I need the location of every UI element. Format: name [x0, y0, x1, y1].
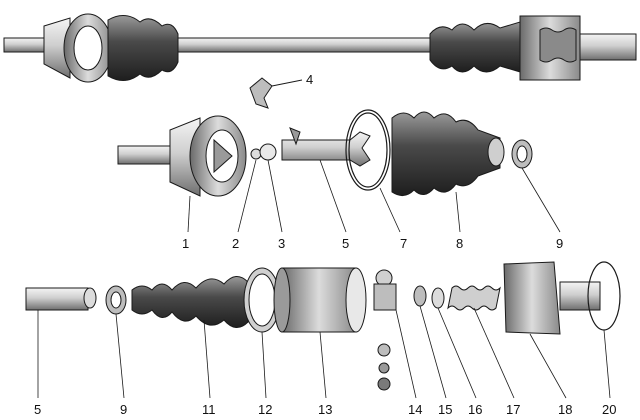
- part-3-ball-spacer: [259, 143, 277, 161]
- part-2-ball: [250, 148, 262, 160]
- label-part-14: 14: [408, 402, 422, 417]
- part-5-inner-shaft-end: [25, 287, 97, 311]
- part-15-needle-bearing: [413, 285, 427, 307]
- label-part-2: 2: [232, 236, 239, 251]
- label-part-8: 8: [456, 236, 463, 251]
- label-part-16: 16: [468, 402, 482, 417]
- part-4-retaining-clip: [249, 77, 303, 109]
- leader-lines-middle: [187, 159, 561, 233]
- part-5-tripod-yoke: [281, 127, 371, 167]
- part-labels: 4 1 2 3 5 7 8 9 5 9 11 12 13 14 15 16 17…: [34, 72, 616, 417]
- label-part-15: 15: [438, 402, 452, 417]
- leader-lines-bottom: [37, 305, 611, 399]
- label-part-17: 17: [506, 402, 520, 417]
- label-part-18: 18: [558, 402, 572, 417]
- label-part-9-lower: 9: [120, 402, 127, 417]
- label-part-20: 20: [602, 402, 616, 417]
- label-part-13: 13: [318, 402, 332, 417]
- label-part-7: 7: [400, 236, 407, 251]
- part-16-spring-seat: [431, 287, 445, 309]
- label-part-4: 4: [306, 72, 313, 87]
- part-8-outer-boot: [391, 111, 505, 196]
- label-part-9-upper: 9: [556, 236, 563, 251]
- part-11-inner-boot: [131, 276, 249, 328]
- part-18-outer-tulip: [503, 261, 601, 335]
- part-17-spring: [447, 285, 501, 311]
- part-12-clamp-band: [243, 267, 281, 333]
- part-9-boot-clip-upper: [511, 139, 533, 169]
- label-part-3: 3: [278, 236, 285, 251]
- part-13-tulip-housing-sleeve: [273, 267, 367, 333]
- label-part-1: 1: [182, 236, 189, 251]
- label-part-11: 11: [202, 402, 216, 417]
- part-9-boot-clip-lower: [105, 285, 127, 315]
- label-part-5-upper: 5: [342, 236, 349, 251]
- part-14-tripod-spider: [373, 269, 397, 391]
- label-part-5-lower: 5: [34, 402, 41, 417]
- part-1-outer-cv-housing: [117, 115, 247, 197]
- part-7-clamp-ring: [345, 109, 391, 191]
- assembled-drive-shaft: [3, 13, 637, 83]
- label-part-12: 12: [258, 402, 272, 417]
